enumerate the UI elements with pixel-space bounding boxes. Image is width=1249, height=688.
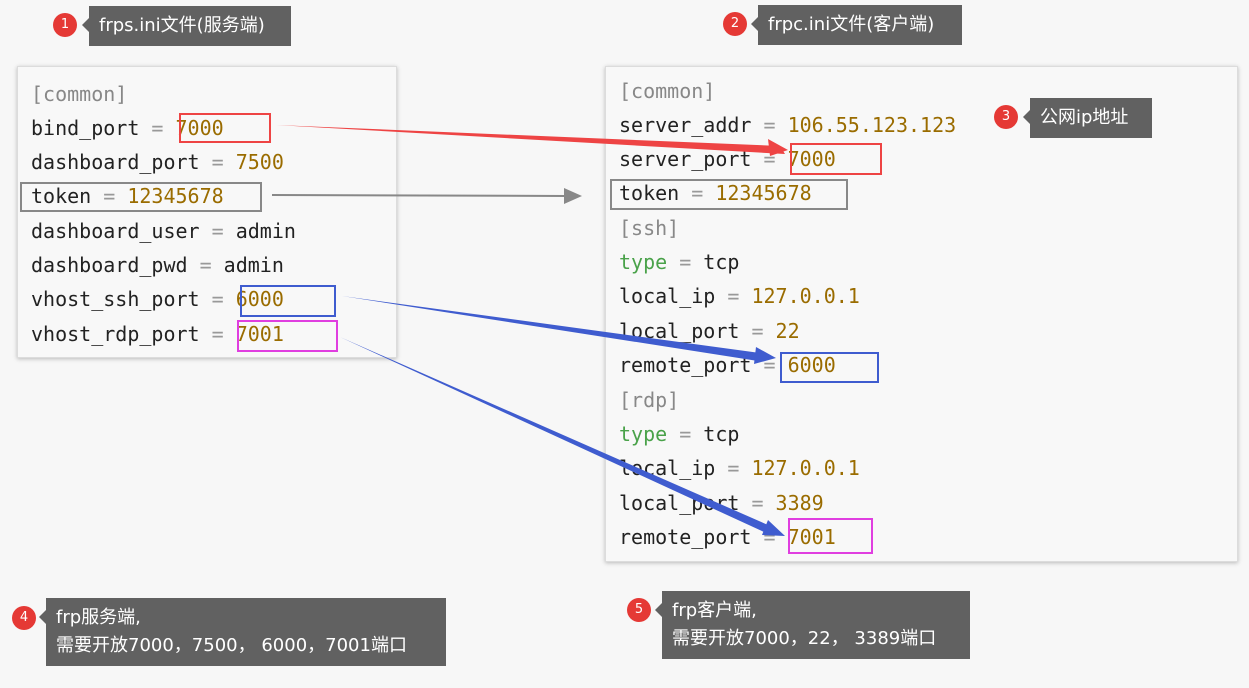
server-config-panel: [common] bind_port = 7000 dashboard_port…: [17, 66, 397, 358]
value: 7500: [235, 150, 284, 174]
key: type: [619, 422, 668, 446]
client-line-ssh-local-ip: local_ip = 127.0.0.1: [619, 284, 860, 308]
key: server_port: [619, 147, 752, 171]
callout-badge-1: 1: [53, 13, 77, 37]
callout-public-ip-text: 公网ip地址: [1040, 107, 1129, 128]
server-line-token: token = 12345678: [31, 184, 224, 208]
server-line-dashboard-user: dashboard_user = admin: [31, 219, 296, 243]
server-line-dashboard-pwd: dashboard_pwd = admin: [31, 253, 284, 277]
value: 7000: [787, 147, 836, 171]
key: local_ip: [619, 284, 716, 308]
client-section-common: [common]: [619, 79, 716, 103]
value: 127.0.0.1: [751, 284, 860, 308]
key: remote_port: [619, 353, 752, 377]
key: dashboard_port: [31, 150, 200, 174]
arrow-ssh-port-to-remote-port: [342, 296, 776, 364]
highlight-client-token: [610, 179, 848, 210]
callout-server-ports-line1: frp服务端,: [56, 607, 141, 628]
value: 22: [775, 319, 800, 343]
value: 6000: [235, 287, 284, 311]
client-line-ssh-type: type = tcp: [619, 250, 740, 274]
callout-client-ports-line1: frp客户端,: [672, 600, 757, 621]
client-line-rdp-remote-port: remote_port = 7001: [619, 525, 836, 549]
server-line-vhost-rdp-port: vhost_rdp_port = 7001: [31, 322, 284, 346]
client-section-rdp: [rdp]: [619, 388, 680, 412]
callout-badge-5: 5: [627, 598, 651, 622]
highlight-client-rdp-remote-port: [788, 518, 873, 554]
callout-server-file-text: frps.ini文件(服务端): [99, 15, 265, 36]
highlight-server-rdp-port: [237, 320, 338, 352]
key: token: [619, 181, 680, 205]
client-line-rdp-type: type = tcp: [619, 422, 740, 446]
server-line-dashboard-port: dashboard_port = 7500: [31, 150, 284, 174]
value: 12345678: [715, 181, 812, 205]
client-line-rdp-local-port: local_port = 3389: [619, 491, 824, 515]
key: dashboard_user: [31, 219, 200, 243]
highlight-server-bind-port: [179, 113, 271, 143]
callout-badge-4: 4: [12, 606, 36, 630]
callout-client-file-text: frpc.ini文件(客户端): [768, 14, 935, 35]
key: remote_port: [619, 525, 752, 549]
value: 6000: [787, 353, 836, 377]
key: bind_port: [31, 116, 140, 140]
value: 106.55.123.123: [787, 113, 957, 137]
callout-client-ports-line2: 需要开放7000，22， 3389端口: [672, 628, 937, 649]
value: 7001: [787, 525, 836, 549]
key: server_addr: [619, 113, 752, 137]
callout-server-ports-line2: 需要开放7000，7500， 6000，7001端口: [56, 635, 407, 656]
value: 7000: [175, 116, 224, 140]
callout-client-ports: frp客户端, 需要开放7000，22， 3389端口: [655, 591, 970, 659]
client-line-ssh-remote-port: remote_port = 6000: [619, 353, 836, 377]
key: token: [31, 184, 92, 208]
value: 7001: [235, 322, 284, 346]
client-line-ssh-local-port: local_port = 22: [619, 319, 800, 343]
callout-client-file: frpc.ini文件(客户端): [751, 5, 962, 45]
highlight-server-token: [20, 182, 262, 212]
client-section-ssh: [ssh]: [619, 216, 680, 240]
arrow-token-to-token: [271, 188, 582, 204]
callout-badge-3: 3: [994, 105, 1018, 129]
highlight-client-server-port: [790, 143, 882, 175]
highlight-server-ssh-port: [240, 285, 336, 317]
value: 127.0.0.1: [751, 456, 860, 480]
callout-server-ports: frp服务端, 需要开放7000，7500， 6000，7001端口: [39, 598, 446, 666]
key: dashboard_pwd: [31, 253, 188, 277]
client-line-token: token = 12345678: [619, 181, 812, 205]
arrow-bind-port-to-server-port: [276, 125, 788, 156]
value: 3389: [775, 491, 824, 515]
callout-public-ip: 公网ip地址: [1023, 98, 1152, 138]
key: vhost_rdp_port: [31, 322, 200, 346]
callout-badge-2: 2: [723, 12, 747, 36]
value: admin: [235, 219, 296, 243]
highlight-client-ssh-remote-port: [780, 352, 879, 383]
server-line-vhost-ssh-port: vhost_ssh_port = 6000: [31, 287, 284, 311]
value: tcp: [703, 422, 740, 446]
value: tcp: [703, 250, 740, 274]
server-section-common: [common]: [31, 82, 128, 106]
callout-server-file: frps.ini文件(服务端): [82, 6, 291, 46]
value: 12345678: [127, 184, 224, 208]
key: vhost_ssh_port: [31, 287, 200, 311]
server-line-bind-port: bind_port = 7000: [31, 116, 224, 140]
arrow-rdp-port-to-remote-port: [340, 337, 785, 536]
value: admin: [223, 253, 284, 277]
client-line-server-port: server_port = 7000: [619, 147, 836, 171]
client-line-server-addr: server_addr = 106.55.123.123: [619, 113, 957, 137]
key: type: [619, 250, 668, 274]
